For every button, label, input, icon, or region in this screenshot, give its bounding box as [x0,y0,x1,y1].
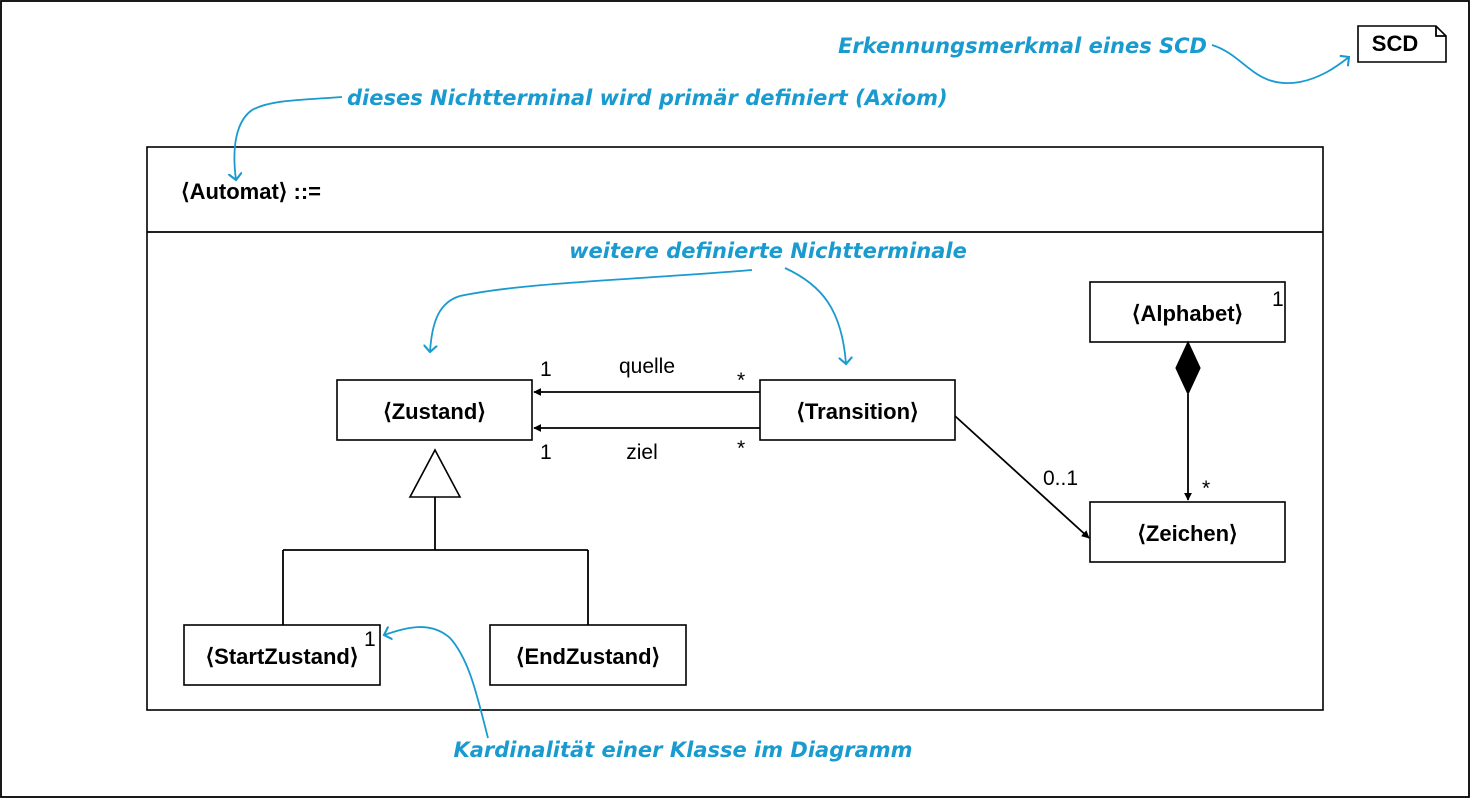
association-quelle-source-mult: * [737,369,745,392]
composition-alphabet-zeichen: * [1175,340,1210,501]
association-ziel: ziel 1 * [533,424,760,464]
class-alphabet: ⟨Alphabet⟩ 1 [1089,281,1286,343]
association-ziel-target-mult: 1 [540,441,552,464]
association-ziel-source-mult: * [737,437,745,460]
class-zeichen: ⟨Zeichen⟩ [1089,501,1286,563]
class-zustand-label: ⟨Zustand⟩ [383,399,486,424]
association-transition-zeichen: 0..1 [954,415,1090,539]
class-transition-label: ⟨Transition⟩ [796,399,918,424]
class-end-zustand: ⟨EndZustand⟩ [489,624,687,686]
class-start-zustand: ⟨StartZustand⟩ 1 [183,624,381,686]
class-zeichen-label: ⟨Zeichen⟩ [1137,521,1237,546]
annotation-scd-marker: Erkennungsmerkmal eines SCD [838,34,1349,85]
class-start-zustand-label: ⟨StartZustand⟩ [206,644,359,669]
association-quelle-role: quelle [619,355,675,378]
class-zustand: ⟨Zustand⟩ [336,379,533,441]
association-transition-zeichen-mult: 0..1 [1043,467,1078,490]
class-transition: ⟨Transition⟩ [759,379,956,441]
annotation-class-cardinality-text: Kardinalität einer Klasse im Diagramm [453,738,912,762]
annotation-axiom: dieses Nichtterminal wird primär definie… [234,86,948,180]
production-header: ⟨Automat⟩ ::= [181,179,321,204]
association-ziel-role: ziel [626,441,658,464]
annotation-class-cardinality: Kardinalität einer Klasse im Diagramm [384,626,913,762]
scd-marker: SCD [1357,25,1447,63]
class-start-zustand-cardinality: 1 [364,628,376,651]
association-quelle: quelle 1 * [533,355,760,396]
composition-alphabet-zeichen-mult: * [1202,477,1210,500]
class-end-zustand-label: ⟨EndZustand⟩ [516,644,660,669]
annotation-scd-marker-text: Erkennungsmerkmal eines SCD [838,34,1207,58]
annotation-further-nonterminals-text: weitere definierte Nichtterminale [569,239,967,263]
scd-marker-label: SCD [1372,31,1418,56]
annotation-axiom-text: dieses Nichtterminal wird primär definie… [347,86,948,110]
association-quelle-target-mult: 1 [540,358,552,381]
class-alphabet-cardinality: 1 [1272,288,1284,311]
class-alphabet-label: ⟨Alphabet⟩ [1132,301,1243,326]
annotation-further-nonterminals: weitere definierte Nichtterminale [430,239,967,364]
generalization-zustand [282,448,589,625]
